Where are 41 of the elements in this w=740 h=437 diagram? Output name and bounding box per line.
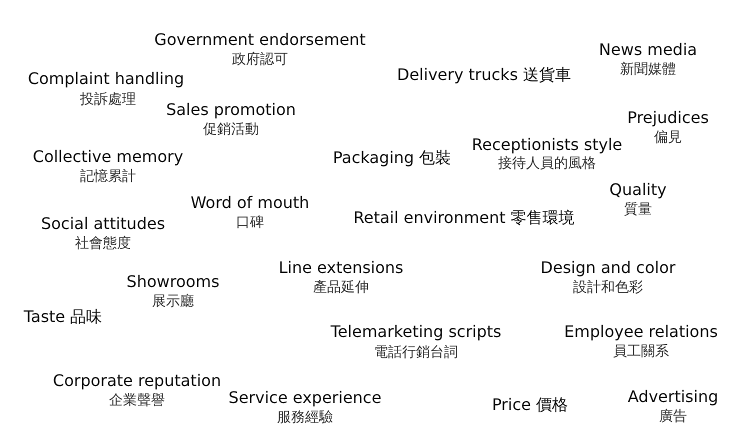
term-label: Taste 品味 bbox=[24, 308, 102, 326]
term-label: Word of mouth bbox=[190, 194, 310, 212]
term-label: Collective memory bbox=[32, 148, 184, 166]
term-label: Quality bbox=[609, 181, 667, 199]
term-label: Government endorsement bbox=[154, 31, 366, 49]
translation-label: 社會態度 bbox=[75, 236, 131, 252]
translation-label: 新聞媒體 bbox=[620, 62, 676, 78]
term-label: Employee relations bbox=[564, 323, 718, 341]
translation-label: 質量 bbox=[624, 202, 652, 218]
term-label: Price 價格 bbox=[492, 396, 568, 414]
term-label: Sales promotion bbox=[166, 101, 296, 119]
translation-label: 投訴處理 bbox=[80, 92, 136, 108]
translation-label: 廣告 bbox=[659, 409, 687, 425]
term-label: Showrooms bbox=[126, 273, 220, 291]
term-label: Line extensions bbox=[278, 259, 404, 277]
translation-label: 促銷活動 bbox=[203, 122, 259, 138]
term-label: Advertising bbox=[628, 388, 718, 406]
term-label: Social attitudes bbox=[40, 215, 166, 233]
translation-label: 服務經驗 bbox=[277, 410, 333, 426]
translation-label: 政府認可 bbox=[232, 52, 288, 68]
translation-label: 記憶累計 bbox=[80, 169, 136, 185]
term-label: Service experience bbox=[228, 389, 382, 407]
translation-label: 展示廳 bbox=[152, 294, 194, 310]
translation-label: 電話行銷台詞 bbox=[374, 345, 458, 361]
term-label: Retail environment 零售環境 bbox=[353, 209, 575, 227]
term-label: Corporate reputation bbox=[52, 372, 222, 390]
term-label: Receptionists style bbox=[472, 136, 622, 154]
term-label: News media bbox=[598, 41, 698, 59]
term-label: Prejudices bbox=[627, 109, 709, 127]
translation-label: 員工關系 bbox=[613, 344, 669, 360]
term-label: Design and color bbox=[540, 259, 676, 277]
term-label: Complaint handling bbox=[28, 70, 184, 88]
term-label: Delivery trucks 送貨車 bbox=[397, 66, 571, 84]
term-label: Telemarketing scripts bbox=[330, 323, 502, 341]
translation-label: 產品延伸 bbox=[313, 280, 369, 296]
translation-label: 偏見 bbox=[654, 130, 682, 146]
translation-label: 設計和色彩 bbox=[573, 280, 643, 296]
term-label: Packaging 包裝 bbox=[332, 149, 452, 167]
translation-label: 接待人員的風格 bbox=[498, 156, 596, 172]
translation-label: 口碑 bbox=[236, 215, 264, 231]
translation-label: 企業聲譽 bbox=[109, 393, 165, 409]
